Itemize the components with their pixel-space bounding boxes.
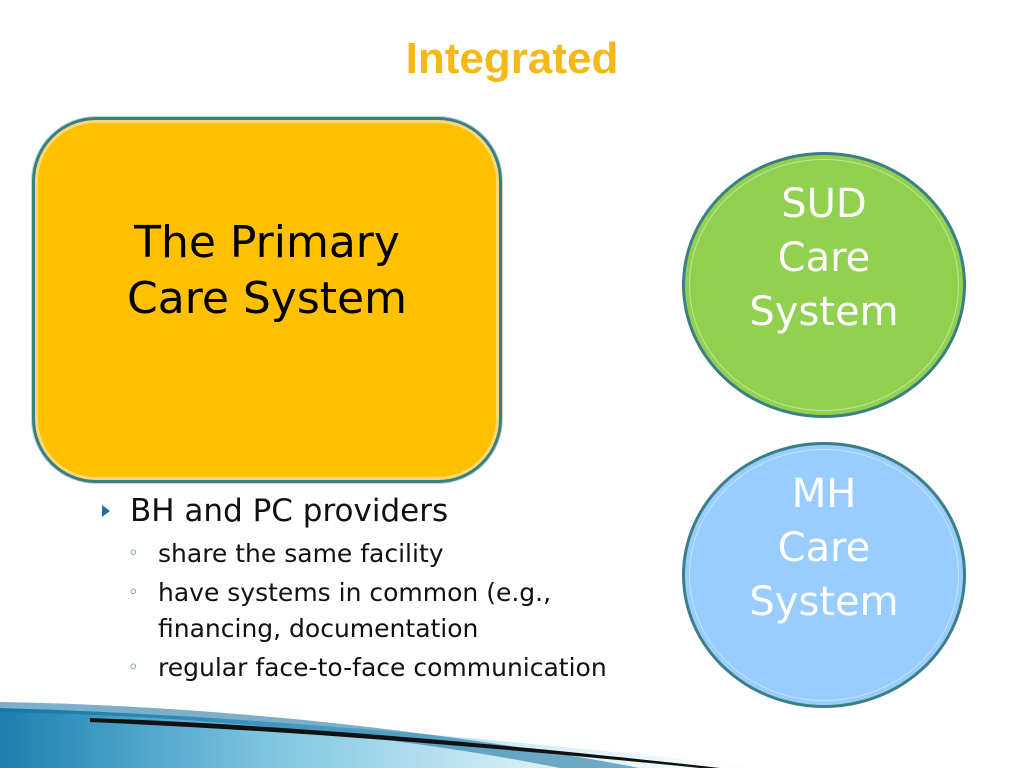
sud-circle-inner-ring — [689, 159, 959, 411]
sub-bullet-text: have systems in common (e.g., financing,… — [158, 578, 552, 643]
sub-bullet-group: ◦ share the same facility ◦ have systems… — [100, 536, 660, 686]
bullet-main: BH and PC providers — [100, 490, 660, 532]
circle-bullet-icon: ◦ — [128, 657, 139, 678]
bullet-main-text: BH and PC providers — [130, 493, 449, 529]
slide-title: Integrated — [405, 34, 619, 83]
sub-bullet-text: share the same facility — [158, 539, 444, 568]
sub-bullet-item: ◦ share the same facility — [100, 536, 660, 572]
primary-care-system-label: The Primary Care System — [127, 217, 407, 324]
sub-bullet-item: ◦ have systems in common (e.g., financin… — [100, 575, 660, 647]
triangle-bullet-icon — [102, 505, 110, 517]
circle-bullet-icon: ◦ — [128, 543, 139, 564]
sub-bullet-item: ◦ regular face-to-face communication — [100, 650, 660, 686]
circle-bullet-icon: ◦ — [128, 582, 139, 603]
primary-care-system-box: The Primary Care System — [32, 117, 502, 483]
mh-circle-inner-ring — [689, 449, 959, 701]
bullet-list: BH and PC providers ◦ share the same fac… — [100, 490, 660, 689]
sud-care-system-circle: SUD Care System — [682, 152, 966, 418]
decorative-swoosh — [0, 702, 760, 768]
sub-bullet-list: ◦ share the same facility ◦ have systems… — [100, 536, 660, 686]
sub-bullet-text: regular face-to-face communication — [158, 653, 607, 682]
mh-care-system-circle: MH Care System — [682, 442, 966, 708]
